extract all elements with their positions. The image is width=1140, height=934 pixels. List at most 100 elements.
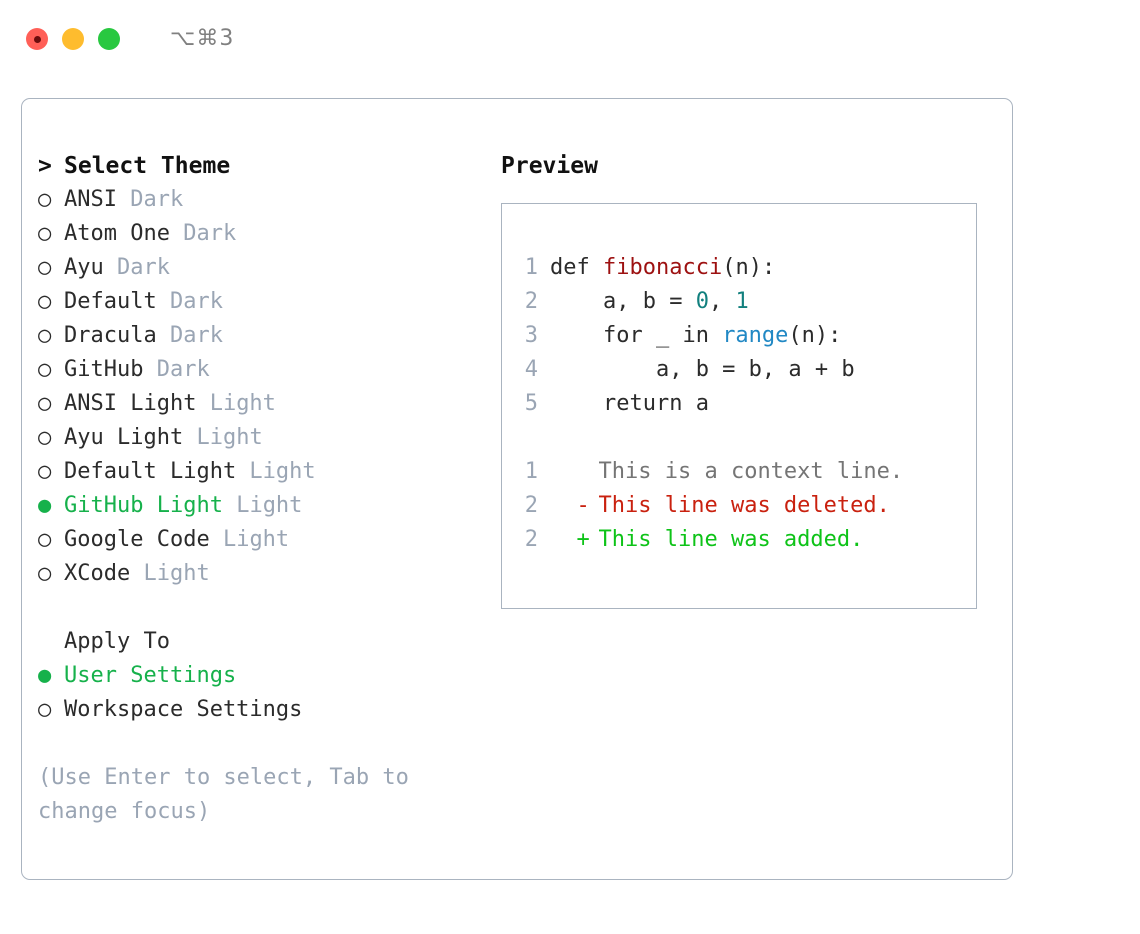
apply-to-heading: Apply To xyxy=(38,625,498,659)
line-number: 5 xyxy=(524,391,538,416)
dialog-card: >Select Theme ○ANSI Dark○Atom One Dark○A… xyxy=(21,98,1013,880)
radio-unselected-icon: ○ xyxy=(38,289,52,314)
radio-unselected-icon: ○ xyxy=(38,425,52,450)
theme-option-tag: Dark xyxy=(116,187,184,212)
apply-to-option-workspace-settings[interactable]: ○ Workspace Settings xyxy=(38,693,498,727)
code-line: 3 for _ in range(n): xyxy=(502,319,976,353)
theme-option-label: Atom One xyxy=(64,221,170,246)
theme-option-ansi[interactable]: ○ANSI Dark xyxy=(38,183,498,217)
diff-sign xyxy=(577,455,599,489)
theme-option-ayu[interactable]: ○ Ayu Dark xyxy=(38,251,498,285)
code-line: 2 a, b = 0, 1 xyxy=(502,285,976,319)
theme-option-label: GitHub xyxy=(64,357,144,382)
radio-unselected-icon: ○ xyxy=(38,697,52,722)
theme-option-tag: Light xyxy=(130,561,210,586)
code-token: fibonacci xyxy=(602,255,723,280)
select-theme-heading: > Select Theme xyxy=(38,149,498,183)
diff-line: 1 This is a context line. xyxy=(502,455,976,489)
theme-option-default-light[interactable]: ○ Default Light Light xyxy=(38,455,498,489)
code-token: , xyxy=(708,289,736,314)
theme-option-github-light[interactable]: ● GitHub Light Light xyxy=(38,489,498,523)
radio-unselected-icon: ○ xyxy=(38,221,52,246)
theme-option-label: ANSI xyxy=(64,187,117,212)
theme-option-list: ○ANSI Dark○Atom One Dark○Ayu Dark○Defaul… xyxy=(38,183,498,591)
line-number: 3 xyxy=(524,323,538,348)
theme-option-label: GitHub Light xyxy=(64,493,223,518)
code-token: for _ in xyxy=(550,323,723,348)
code-token: a, b = xyxy=(550,289,696,314)
code-token: range xyxy=(722,323,789,348)
code-token: 0 xyxy=(695,289,709,314)
code-line: 4 a, b = b, a + b xyxy=(502,353,976,387)
caret-icon: > xyxy=(38,153,52,179)
diff-text: This is a context line. xyxy=(598,459,904,484)
theme-option-label: Ayu Light xyxy=(64,425,184,450)
theme-option-tag: Light xyxy=(236,459,316,484)
theme-option-ayu-light[interactable]: ○ Ayu Light Light xyxy=(38,421,498,455)
theme-option-label: Default xyxy=(64,289,157,314)
apply-to-heading-label: Apply To xyxy=(64,629,170,654)
line-number: 1 xyxy=(524,459,538,484)
keyboard-shortcut-label: ⌥⌘3 xyxy=(170,26,235,51)
radio-unselected-icon: ○ xyxy=(38,323,52,348)
diff-gutter-spacer xyxy=(550,493,577,518)
theme-option-tag: Light xyxy=(222,493,303,518)
theme-option-label: Ayu xyxy=(64,255,104,280)
apply-to-option-user-settings[interactable]: ●User Settings xyxy=(38,659,498,693)
theme-option-tag: Light xyxy=(196,391,276,416)
theme-option-label: Google Code xyxy=(64,527,210,552)
theme-option-tag: Light xyxy=(183,425,263,450)
line-number: 1 xyxy=(524,255,538,280)
theme-selection-panel: >Select Theme ○ANSI Dark○Atom One Dark○A… xyxy=(38,149,498,829)
close-window-button[interactable] xyxy=(26,28,48,50)
window-controls xyxy=(26,28,120,50)
theme-option-default[interactable]: ○Default Dark xyxy=(38,285,498,319)
code-diff-spacer xyxy=(502,421,976,455)
radio-unselected-icon: ○ xyxy=(38,357,52,382)
diff-gutter-spacer xyxy=(550,459,577,484)
diff-sample: 1 This is a context line.2 -This line wa… xyxy=(502,455,976,557)
theme-option-label: ANSI Light xyxy=(64,391,197,416)
theme-option-tag: Light xyxy=(209,527,290,552)
code-token: def xyxy=(550,255,603,280)
radio-selected-icon: ● xyxy=(38,663,52,688)
theme-option-google-code[interactable]: ○Google Code Light xyxy=(38,523,498,557)
code-token: 1 xyxy=(735,289,749,314)
code-token: return a xyxy=(550,391,709,416)
theme-option-tag: Dark xyxy=(103,255,170,280)
radio-unselected-icon: ○ xyxy=(38,459,52,484)
diff-text: This line was added. xyxy=(598,527,864,552)
radio-unselected-icon: ○ xyxy=(38,561,52,586)
minimize-window-button[interactable] xyxy=(62,28,84,50)
apply-to-option-list: ●User Settings ○ Workspace Settings xyxy=(38,659,498,727)
code-token: a, b = b, a + b xyxy=(550,357,855,382)
theme-option-label: XCode xyxy=(64,561,131,586)
diff-text: This line was deleted. xyxy=(598,493,890,518)
theme-option-label: Dracula xyxy=(64,323,157,348)
theme-option-xcode[interactable]: ○ XCode Light xyxy=(38,557,498,591)
diff-sign: + xyxy=(576,527,590,552)
theme-option-tag: Dark xyxy=(143,357,210,382)
line-number: 2 xyxy=(524,527,538,552)
theme-option-atom-one[interactable]: ○Atom One Dark xyxy=(38,217,498,251)
theme-option-tag: Dark xyxy=(156,323,223,348)
diff-line: 2 -This line was deleted. xyxy=(502,489,976,523)
diff-sign: - xyxy=(576,493,590,518)
select-theme-heading-label: Select Theme xyxy=(64,153,231,179)
theme-option-github[interactable]: ○ GitHub Dark xyxy=(38,353,498,387)
diff-line: 2 + This line was added. xyxy=(502,523,976,557)
diff-gutter-spacer xyxy=(550,527,577,552)
radio-unselected-icon: ○ xyxy=(38,255,52,280)
keyboard-hint-text: (Use Enter to select, Tab to change focu… xyxy=(38,765,423,824)
theme-option-dracula[interactable]: ○ Dracula Dark xyxy=(38,319,498,353)
maximize-window-button[interactable] xyxy=(98,28,120,50)
theme-option-ansi-light[interactable]: ○ANSI Light Light xyxy=(38,387,498,421)
radio-selected-icon: ● xyxy=(38,493,52,518)
apply-to-option-label: Workspace Settings xyxy=(64,697,303,722)
theme-option-label: Default Light xyxy=(64,459,237,484)
panel-spacer xyxy=(38,591,498,625)
